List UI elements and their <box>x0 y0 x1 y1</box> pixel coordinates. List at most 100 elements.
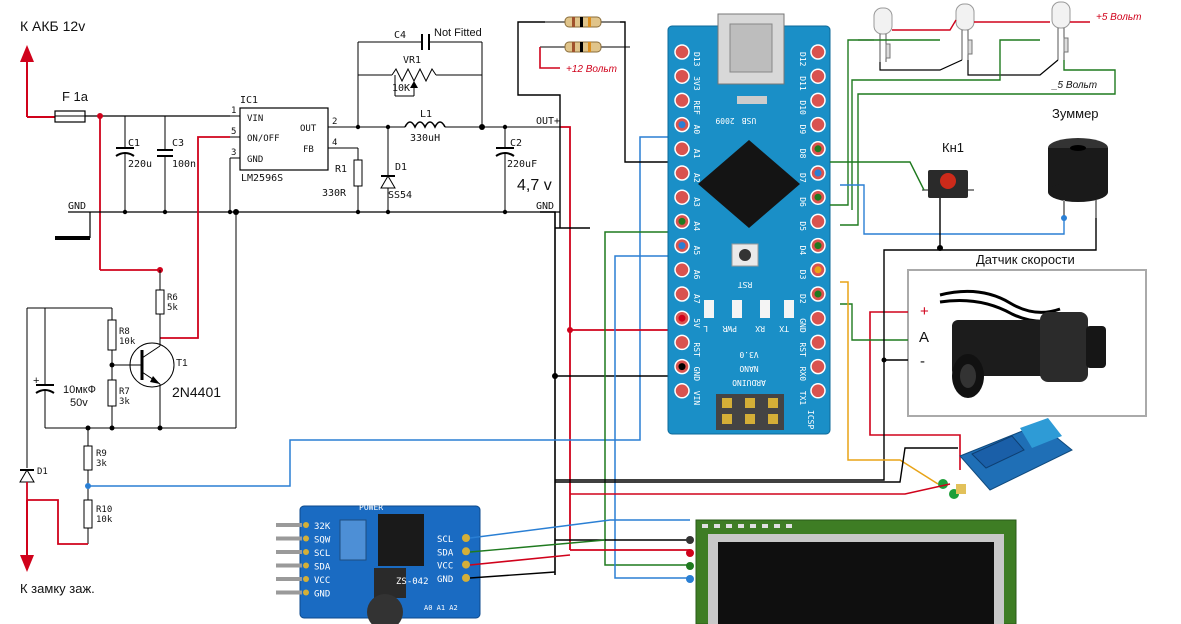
arduino-icsp: ICSP <box>806 410 815 429</box>
arduino-pin-dot <box>678 314 686 322</box>
r8-label: R8 <box>119 327 130 337</box>
r10-value: 10k <box>96 515 113 525</box>
c3-label: C3 <box>172 138 184 149</box>
arduino-pin-dot <box>814 266 822 274</box>
led-rx: RX <box>755 324 765 333</box>
rtc-pad <box>462 534 470 542</box>
led-l: L <box>703 324 708 333</box>
arduino-pin-ref <box>674 92 690 109</box>
arduino-pin-label: D9 <box>798 125 807 135</box>
arduino-pin-label: TX1 <box>798 391 807 406</box>
rtc-left-pin-label: SDA <box>314 563 331 573</box>
arduino-pin-label: RX0 <box>798 367 807 382</box>
arduino-pin-dot <box>678 363 686 371</box>
vr1-label: VR1 <box>403 55 421 66</box>
ic1-part: LM2596S <box>241 173 283 184</box>
minus5-label: _5 Вольт <box>1051 80 1097 91</box>
button-label: Кн1 <box>942 140 964 155</box>
ic1-pin5: 5 <box>231 127 236 137</box>
arduino-pin-label: VIN <box>692 391 701 406</box>
arduino-pin-a3 <box>674 189 690 205</box>
r7-label: R7 <box>119 387 130 397</box>
rtc-header-pin <box>276 563 302 568</box>
ic1-onoff: ON/OFF <box>247 134 280 144</box>
ic1-gnd: GND <box>247 155 263 165</box>
rtc-right-pin-label: SDA <box>437 548 454 558</box>
gnd-left-label: GND <box>68 201 86 212</box>
r1-label: R1 <box>335 164 347 175</box>
rtc-right-pin-label: GND <box>437 575 453 585</box>
cap-plus: + <box>33 375 39 387</box>
arduino-pin-rst <box>674 334 690 351</box>
rtc-header-pin <box>276 536 302 541</box>
relay-module <box>938 418 1073 499</box>
buzzer <box>1048 138 1108 218</box>
d1-top-value: SS54 <box>388 190 412 201</box>
arduino-pin-label: REF <box>692 100 701 115</box>
r7-value: 3k <box>119 397 130 407</box>
sensor-module-2 <box>955 3 975 60</box>
sensor-module-1 <box>873 7 893 62</box>
c1-label: C1 <box>128 138 140 149</box>
arduino-pin-gnd <box>810 310 826 326</box>
ic1-out: OUT <box>300 124 317 134</box>
arduino-pin-rst <box>810 334 826 351</box>
rtc-pad <box>462 560 470 569</box>
cap-value: 10мкФ <box>63 384 96 396</box>
arduino-pin-tx1 <box>810 383 826 399</box>
arduino-version: V3.0 <box>739 350 758 359</box>
fuse <box>54 110 86 123</box>
resistor-top-2 <box>564 41 602 53</box>
r6-label: R6 <box>167 293 178 303</box>
t1-label: T1 <box>176 358 188 369</box>
rtc-left-pin-label: SCL <box>314 549 330 559</box>
vr1-potentiometer <box>358 67 482 97</box>
rtc-left-pin-label: SQW <box>314 536 331 546</box>
arduino-pin-label: D6 <box>798 197 807 207</box>
cap-voltage: 50v <box>70 397 88 409</box>
rtc-header-pin <box>276 523 302 527</box>
r9-value: 3k <box>96 459 107 469</box>
not-fitted-label: Not Fitted <box>434 27 482 39</box>
l1-value: 330uH <box>410 133 440 144</box>
arduino-pin-a6 <box>674 262 690 278</box>
arduino-pin-dot <box>678 217 686 225</box>
arduino-pin-dot <box>814 242 822 250</box>
battery-arrow <box>20 45 55 118</box>
arduino-pin-label: D8 <box>798 149 807 159</box>
ic1-pin4: 4 <box>332 138 337 148</box>
arduino-model: ARDUINO <box>732 378 766 387</box>
lcd-display <box>695 519 1017 624</box>
arduino-rst: RST <box>738 280 753 289</box>
rtc-pad <box>303 549 309 555</box>
r6-value: 5k <box>167 303 178 313</box>
sensor-plus: + <box>920 303 929 320</box>
rtc-pad <box>303 589 309 596</box>
button-kn1[interactable] <box>922 170 974 198</box>
l1-label: L1 <box>420 109 432 120</box>
arduino-pin-dot <box>678 121 686 129</box>
ic1-ref: IC1 <box>240 95 258 106</box>
vout-label: 4,7 v <box>517 177 552 194</box>
sensor-a: A <box>919 329 929 346</box>
arduino-pin-label: D5 <box>798 221 807 231</box>
arduino-year: 2009 <box>715 116 734 125</box>
arduino-pin-label: A2 <box>692 173 701 183</box>
gnd-right-label: GND <box>536 201 554 212</box>
rtc-pad <box>303 535 309 542</box>
arduino-pin-d10 <box>810 92 826 109</box>
arduino-pin-a7 <box>674 286 690 302</box>
sensor-module-3 <box>1051 1 1071 60</box>
buzzer-label: Зуммер <box>1052 106 1099 121</box>
vr1-value: 10K <box>392 83 410 94</box>
battery-label: К АКБ 12v <box>20 18 85 34</box>
arduino-pin-label: D13 <box>692 52 701 67</box>
rtc-module <box>299 505 481 624</box>
arduino-pin-vin <box>674 383 690 399</box>
fuse-label: F 1a <box>62 89 89 104</box>
arduino-pin-label: RST <box>798 342 807 357</box>
